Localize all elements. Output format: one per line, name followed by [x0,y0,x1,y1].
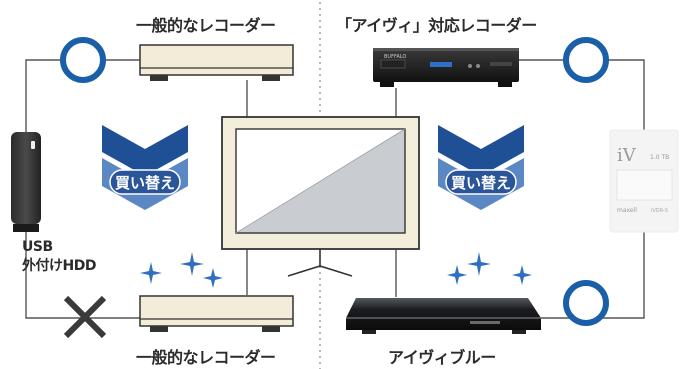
generic-recorder-bottom-icon [139,295,294,332]
recorder-brand-text: BUFFALO [384,54,406,60]
label-generic-recorder-bottom: 一般的なレコーダー [136,348,276,367]
generic-recorder-top-icon [139,44,294,81]
compatible-circle-top-right [563,37,609,83]
ivy-blue-recorder-icon [346,298,541,334]
ivdr-cassette-icon: iV 1.0 TB maxell iVDR-S [609,129,679,233]
label-usb-line2: 外付けHDD [22,258,96,274]
sparkle-icons-right [447,252,532,285]
ivdr-capacity-text: 1.0 TB [650,154,669,161]
tv-icon [221,116,420,277]
compatible-circle-top-left [60,37,106,83]
label-generic-recorder-top: 一般的なレコーダー [136,16,276,35]
replace-badge-left: 買い替え [102,125,188,210]
ivdr-sub-text: iVDR-S [651,208,668,214]
compatible-circle-bottom-right [563,280,609,326]
ivdr-logo-text: iV [617,145,637,166]
replace-badge-left-text: 買い替え [115,174,175,192]
ivdr-brand-text: maxell [617,207,637,214]
incompatible-cross-icon [63,295,107,339]
label-ivy-blue: アイヴィブルー [388,348,496,367]
sparkle-icons-left [140,252,223,288]
replace-badge-right-text: 買い替え [451,174,511,192]
replace-badge-right: 買い替え [438,125,524,210]
usb-hdd-icon [11,132,41,232]
label-ivdr-recorder: 「アイヴィ」対応レコーダー [336,16,537,35]
label-usb-line1: USB [22,239,53,255]
ivdr-recorder-icon: BUFFALO [373,48,519,87]
label-usb-hdd: USB 外付けHDD [22,238,96,276]
